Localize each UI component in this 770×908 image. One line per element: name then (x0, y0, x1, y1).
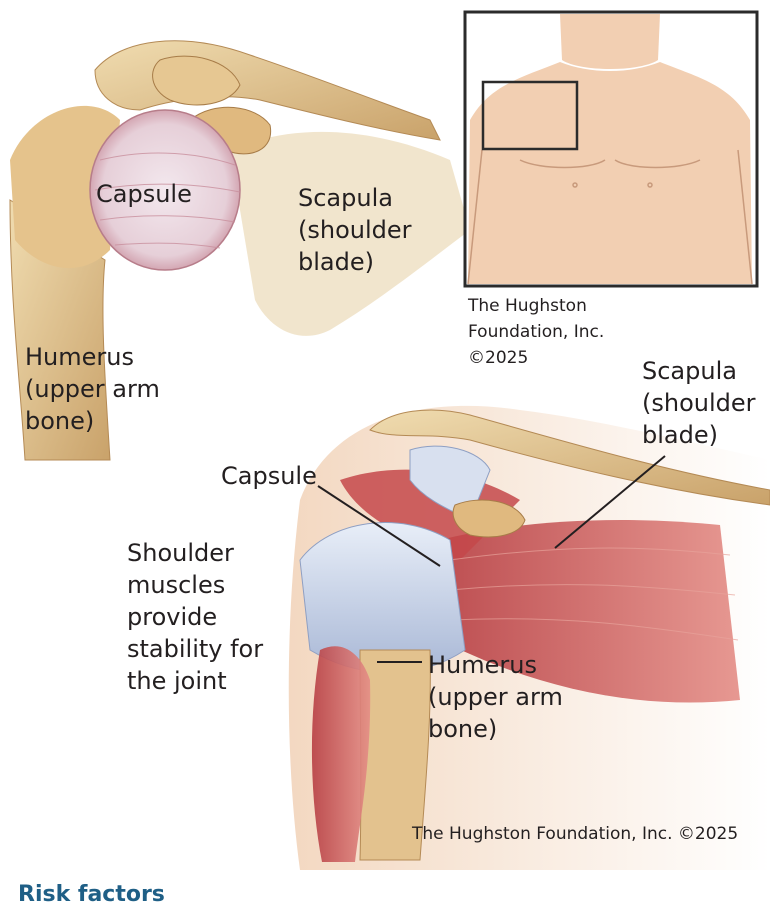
section-heading: Risk factors (18, 882, 165, 908)
top-label-scapula-line3: blade) (298, 247, 374, 277)
top-label-humerus-line3: bone) (25, 406, 94, 436)
bottom-label-capsule: Capsule (221, 461, 317, 491)
bottom-label-muscles-line5: the joint (127, 666, 227, 696)
bottom-label-muscles-line3: provide (127, 602, 217, 632)
bottom-label-muscles-line4: stability for (127, 634, 263, 664)
top-label-capsule: Capsule (96, 179, 192, 209)
bottom-label-scapula-line2: (shoulder (642, 388, 756, 418)
bottom-label-humerus-line3: bone) (428, 714, 497, 744)
inset-credit-line1: The Hughston (468, 295, 587, 318)
bottom-label-scapula-line3: blade) (642, 420, 718, 450)
top-label-humerus-line1: Humerus (25, 342, 134, 372)
bottom-muscle-illustration (289, 406, 770, 870)
bottom-label-muscles-line2: muscles (127, 570, 225, 600)
bottom-label-humerus-line2: (upper arm (428, 682, 563, 712)
bottom-label-muscles-line1: Shoulder (127, 538, 234, 568)
inset-credit-line3: ©2025 (468, 347, 528, 370)
inset-torso (465, 12, 757, 286)
inset-credit-line2: Foundation, Inc. (468, 321, 604, 344)
bottom-label-humerus-line1: Humerus (428, 650, 537, 680)
top-label-scapula-line2: (shoulder (298, 215, 412, 245)
top-label-humerus-line2: (upper arm (25, 374, 160, 404)
bottom-credit: The Hughston Foundation, Inc. ©2025 (412, 823, 738, 846)
top-label-scapula-line1: Scapula (298, 183, 393, 213)
bottom-label-scapula-line1: Scapula (642, 356, 737, 386)
